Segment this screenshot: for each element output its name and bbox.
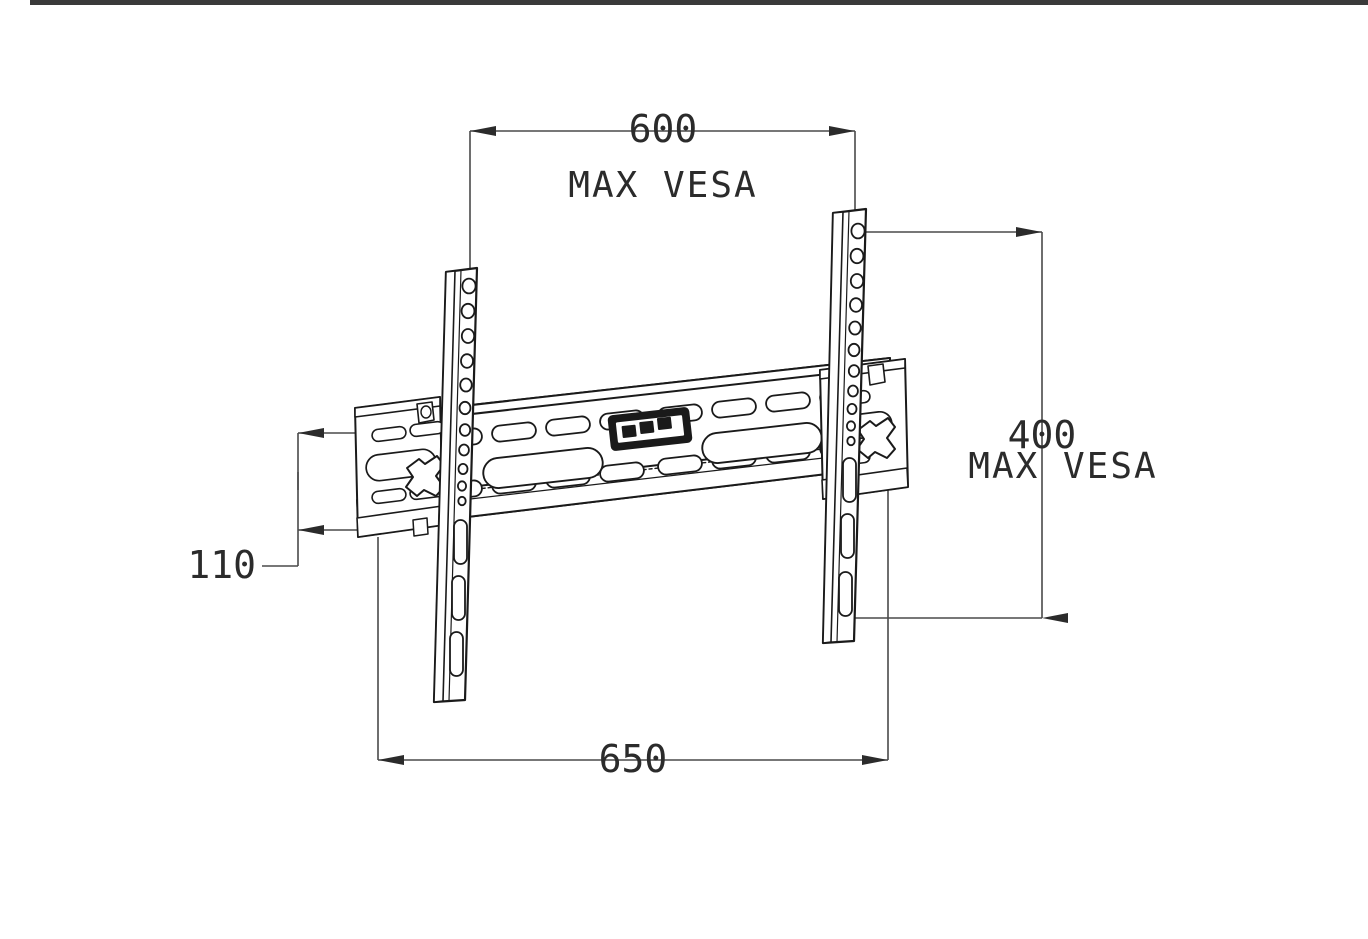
dimension-overall-width xyxy=(377,470,889,765)
dim-label-400: 400 xyxy=(1008,413,1077,457)
dim-label-400-max-vesa: MAX VESA xyxy=(968,446,1157,487)
right-arm-hole-column xyxy=(846,222,866,447)
bubble-level xyxy=(607,407,693,451)
dimension-vesa-width xyxy=(469,126,856,278)
dimension-plate-height xyxy=(262,428,360,567)
plate-large-slot-left xyxy=(482,447,604,489)
right-arm-slot-column xyxy=(838,457,857,617)
left-tilt-assembly xyxy=(354,396,445,538)
wall-mount-bracket-assembly xyxy=(354,207,909,704)
dimension-vesa-height xyxy=(845,227,1068,623)
dim-label-110: 110 xyxy=(187,543,256,587)
dim-label-600-max-vesa: MAX VESA xyxy=(568,165,757,206)
left-arm-hole-column xyxy=(456,277,477,507)
left-vesa-arm xyxy=(432,266,479,704)
dim-label-650: 650 xyxy=(599,737,668,781)
page-top-edge-bar xyxy=(30,0,1368,5)
left-arm-slot-column xyxy=(449,519,468,677)
wall-plate xyxy=(355,357,894,531)
right-vesa-arm xyxy=(821,207,868,645)
dim-label-600: 600 xyxy=(629,107,698,151)
